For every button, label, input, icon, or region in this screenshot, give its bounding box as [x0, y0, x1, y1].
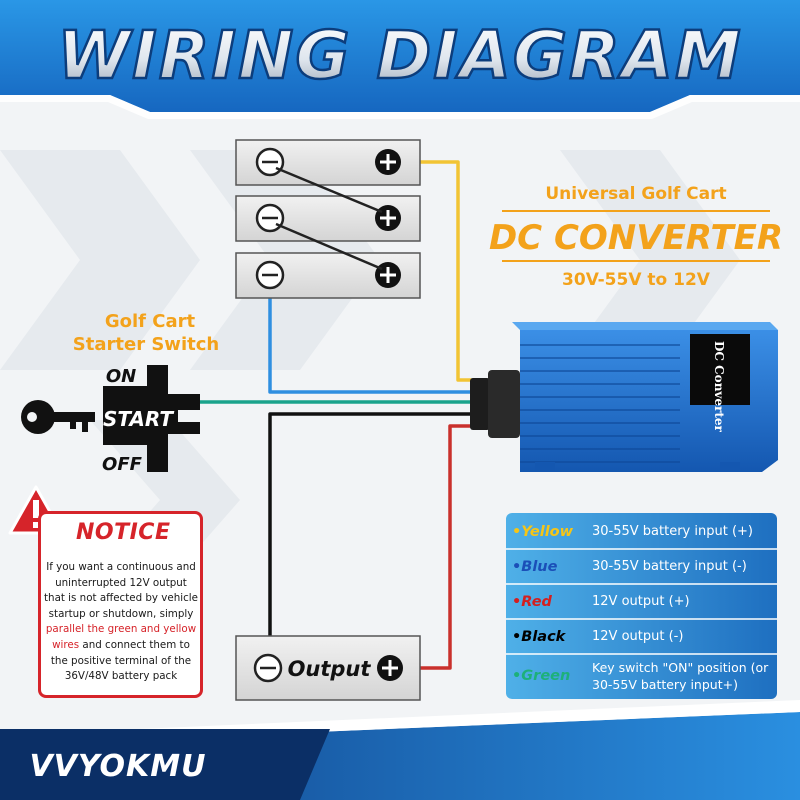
header-banner: WIRING DIAGRAM — [0, 0, 800, 119]
legend-row: •Green Key switch "ON" position (or 30-5… — [506, 655, 777, 697]
red-wire — [420, 424, 474, 670]
legend-color-label: Yellow — [521, 523, 574, 540]
series-link — [275, 166, 383, 214]
product-spec: 30V-55V to 12V — [562, 270, 711, 290]
product-heading: Universal Golf Cart DC CONVERTER 30V-55V… — [489, 184, 783, 290]
wires — [200, 160, 474, 670]
legend-row: •Blue 30-55V battery input (-) — [506, 550, 777, 583]
notice-box — [38, 511, 203, 698]
legend-description: Key switch "ON" position (or 30-55V batt… — [592, 660, 769, 692]
product-subtitle: Universal Golf Cart — [545, 184, 726, 204]
legend-row: •Black 12V output (-) — [506, 620, 777, 653]
cable-gland — [470, 378, 490, 430]
legend-color-label: Green — [521, 668, 571, 684]
output-box: Output — [235, 635, 421, 701]
starter-switch: Golf Cart Starter Switch ON START OFF — [21, 311, 219, 475]
output-label: Output — [288, 657, 372, 681]
notice-title: NOTICE — [76, 520, 171, 545]
legend-color-name: •Red — [506, 594, 586, 610]
switch-title-line2: Starter Switch — [73, 334, 219, 355]
battery-pack — [235, 139, 421, 299]
legend-color-label: Blue — [521, 558, 558, 575]
legend-color-name: •Blue — [506, 559, 586, 575]
battery-2 — [235, 195, 421, 242]
switch-start-label: START — [103, 407, 174, 431]
battery-1 — [235, 139, 421, 186]
notice-body: If you want a continuous and uninterrupt… — [44, 560, 198, 685]
legend-bullet: • — [512, 558, 522, 575]
legend-color-label: Red — [521, 593, 552, 610]
key-icon — [21, 400, 95, 434]
switch-on-label: ON — [106, 366, 136, 387]
legend-description: 12V output (+) — [592, 594, 690, 609]
notice-highlight: parallel the green and yellow wires — [45, 623, 197, 651]
notice-text: If you want a continuous and uninterrupt… — [44, 561, 198, 620]
blue-wire — [268, 298, 474, 394]
switch-off-label: OFF — [102, 454, 143, 475]
legend-bullet: • — [512, 628, 522, 645]
legend-bullet: • — [512, 523, 522, 540]
legend-row: •Red 12V output (+) — [506, 585, 777, 618]
dc-converter-device: DC Converter — [470, 322, 778, 472]
legend-color-name: •Green — [506, 668, 586, 684]
legend-bullet: • — [512, 668, 522, 684]
legend-color-name: •Black — [506, 629, 586, 645]
notice-text-end: and connect them to the positive termina… — [50, 638, 192, 683]
black-wire — [268, 412, 474, 636]
legend-bullet: • — [512, 593, 522, 610]
series-link — [275, 222, 383, 271]
footer-banner: VVYOKMU — [0, 700, 800, 800]
yellow-wire — [420, 160, 474, 382]
device-label: DC Converter — [712, 341, 726, 433]
legend-description: 30-55V battery input (-) — [592, 559, 747, 574]
legend-color-label: Black — [521, 628, 566, 645]
product-name: DC CONVERTER — [489, 218, 783, 258]
legend-color-name: •Yellow — [506, 524, 586, 540]
heatsink-fins — [520, 344, 680, 463]
header-title: WIRING DIAGRAM — [57, 17, 742, 94]
legend-description: 12V output (-) — [592, 629, 684, 644]
brand-logo: VVYOKMU — [29, 749, 206, 784]
legend-description: 30-55V battery input (+) — [592, 524, 753, 539]
legend-row: •Yellow 30-55V battery input (+) — [506, 515, 777, 548]
battery-3 — [235, 252, 421, 299]
switch-title-line1: Golf Cart — [105, 311, 196, 332]
wire-color-legend: •Yellow 30-55V battery input (+) •Blue 3… — [506, 513, 777, 699]
